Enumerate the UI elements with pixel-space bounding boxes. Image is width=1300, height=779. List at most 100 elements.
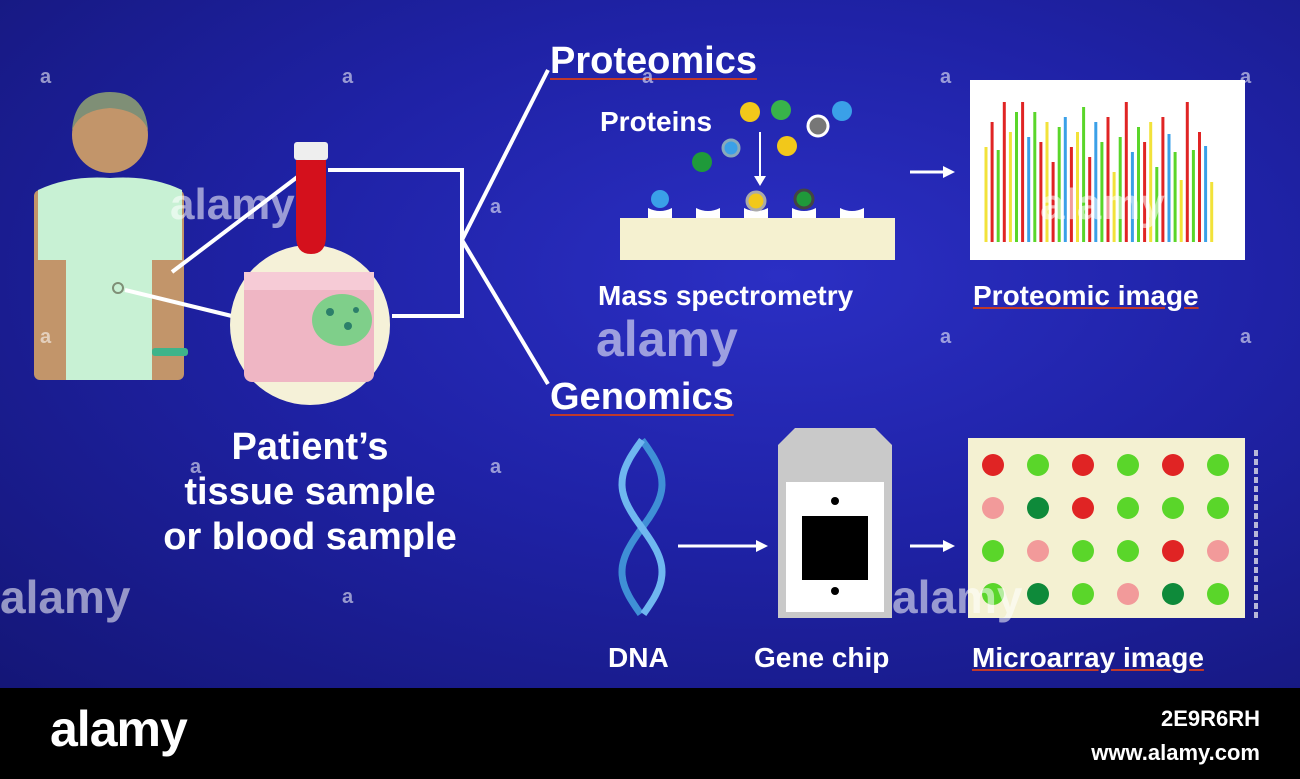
arrow-head xyxy=(943,540,955,552)
patient-shirt xyxy=(38,177,182,380)
proteomic-image-label: Proteomic image xyxy=(973,280,1199,311)
sample-site xyxy=(112,282,124,294)
dna-helix xyxy=(618,437,666,617)
tissue-cell xyxy=(326,308,334,316)
microarray-spot xyxy=(1162,540,1184,562)
patient-wristband xyxy=(152,348,188,356)
arrow-head xyxy=(754,176,766,186)
microarray-spot xyxy=(1072,583,1094,605)
tissue-cell xyxy=(344,322,352,330)
patient-hair xyxy=(72,92,148,130)
microarray-image xyxy=(968,438,1245,618)
microarray-spot xyxy=(1027,583,1049,605)
branch-genomics xyxy=(460,238,550,386)
microarray-spot xyxy=(1162,583,1184,605)
microarray-spot xyxy=(1027,497,1049,519)
tissue-sample xyxy=(230,245,390,405)
protein-dot xyxy=(832,101,852,121)
plate-base xyxy=(620,218,895,260)
watermark-tile: a xyxy=(940,326,952,348)
artist-credit xyxy=(1250,450,1262,620)
microarray-spot xyxy=(1162,454,1184,476)
proteins-label: Proteins xyxy=(600,106,713,137)
watermark-tile: a xyxy=(342,586,354,608)
patient-caption: Patient’s tissue sample or blood sample xyxy=(110,425,510,560)
microarray-spot xyxy=(1117,583,1139,605)
watermark-tile: a xyxy=(1240,326,1252,348)
dna-label: DNA xyxy=(608,642,669,673)
patient-caption-line: Patient’s xyxy=(231,426,389,468)
connector-line xyxy=(170,173,302,274)
tube-blood xyxy=(296,160,326,254)
chip-array xyxy=(802,516,868,580)
microarray-spot xyxy=(982,540,1004,562)
watermark: alamy xyxy=(0,571,131,623)
microarray-spot xyxy=(1207,454,1229,476)
dna-strand xyxy=(618,437,666,617)
footer-bar xyxy=(0,688,1300,779)
patient-figure xyxy=(34,92,188,380)
plate-well xyxy=(648,208,672,218)
bound-protein xyxy=(745,190,767,212)
microarray-spot xyxy=(1207,583,1229,605)
mass-spectrometry-label: Mass spectrometry xyxy=(598,280,854,311)
watermark: alamy xyxy=(596,311,738,367)
bound-protein xyxy=(651,190,669,208)
plate-well xyxy=(792,208,816,218)
diagram-artwork xyxy=(34,69,1245,618)
watermark-tile: a xyxy=(642,66,654,88)
watermark: alamy xyxy=(170,180,295,229)
protein-dot xyxy=(740,102,760,122)
genomics-heading: Genomics xyxy=(550,376,734,418)
brand-logo: alamy xyxy=(50,701,188,757)
watermark-tile: a xyxy=(940,66,952,88)
watermark: alamy xyxy=(1040,180,1165,229)
microarray-spot xyxy=(982,583,1004,605)
arrow-head xyxy=(943,166,955,178)
microarray-spot xyxy=(1072,497,1094,519)
microarray-spot xyxy=(1162,497,1184,519)
blood-tube xyxy=(294,142,328,254)
microarray-spot xyxy=(982,454,1004,476)
gene-chip-label: Gene chip xyxy=(754,642,890,673)
plate-well xyxy=(744,208,768,218)
mass-spec-plate xyxy=(620,188,895,260)
watermark-tile: a xyxy=(490,456,502,478)
microarray-spot xyxy=(1207,497,1229,519)
watermark-tile: a xyxy=(40,66,52,88)
gene-chip xyxy=(778,428,892,618)
watermark: alamy xyxy=(892,571,1023,623)
protein-particles xyxy=(692,100,852,172)
protein-dot xyxy=(692,152,712,172)
microarray-spot xyxy=(1117,454,1139,476)
branch-proteomics xyxy=(460,69,550,241)
chip-dot xyxy=(831,497,839,505)
chip-dot xyxy=(831,587,839,595)
patient-head xyxy=(72,97,148,173)
protein-dot xyxy=(721,138,741,158)
watermark-tile: a xyxy=(190,456,202,478)
watermark-tile: a xyxy=(490,196,502,218)
microarray-image-label: Microarray image xyxy=(972,642,1204,673)
microarray-spots xyxy=(982,454,1229,605)
bound-protein xyxy=(793,188,815,210)
patient-caption-line: tissue sample xyxy=(184,471,436,513)
tissue-lesion xyxy=(312,294,372,346)
plate-well xyxy=(840,208,864,218)
protein-dot xyxy=(771,100,791,120)
microarray-spot xyxy=(1117,497,1139,519)
watermark-tile: a xyxy=(342,66,354,88)
proteomics-heading: Proteomics xyxy=(550,40,757,82)
tissue-top xyxy=(244,272,374,290)
microarray-spot xyxy=(1117,540,1139,562)
spectrum-peaks xyxy=(984,102,1214,242)
tube-cap xyxy=(294,142,328,160)
site-url: www.alamy.com xyxy=(1091,740,1260,765)
plate-well xyxy=(696,208,720,218)
protein-dot xyxy=(777,136,797,156)
microarray-spot xyxy=(1027,540,1049,562)
footer-info: 2E9R6RH www.alamy.com xyxy=(1091,702,1260,770)
connector-line xyxy=(124,288,241,320)
image-id: 2E9R6RH xyxy=(1160,706,1260,731)
microarray-spot xyxy=(1072,540,1094,562)
